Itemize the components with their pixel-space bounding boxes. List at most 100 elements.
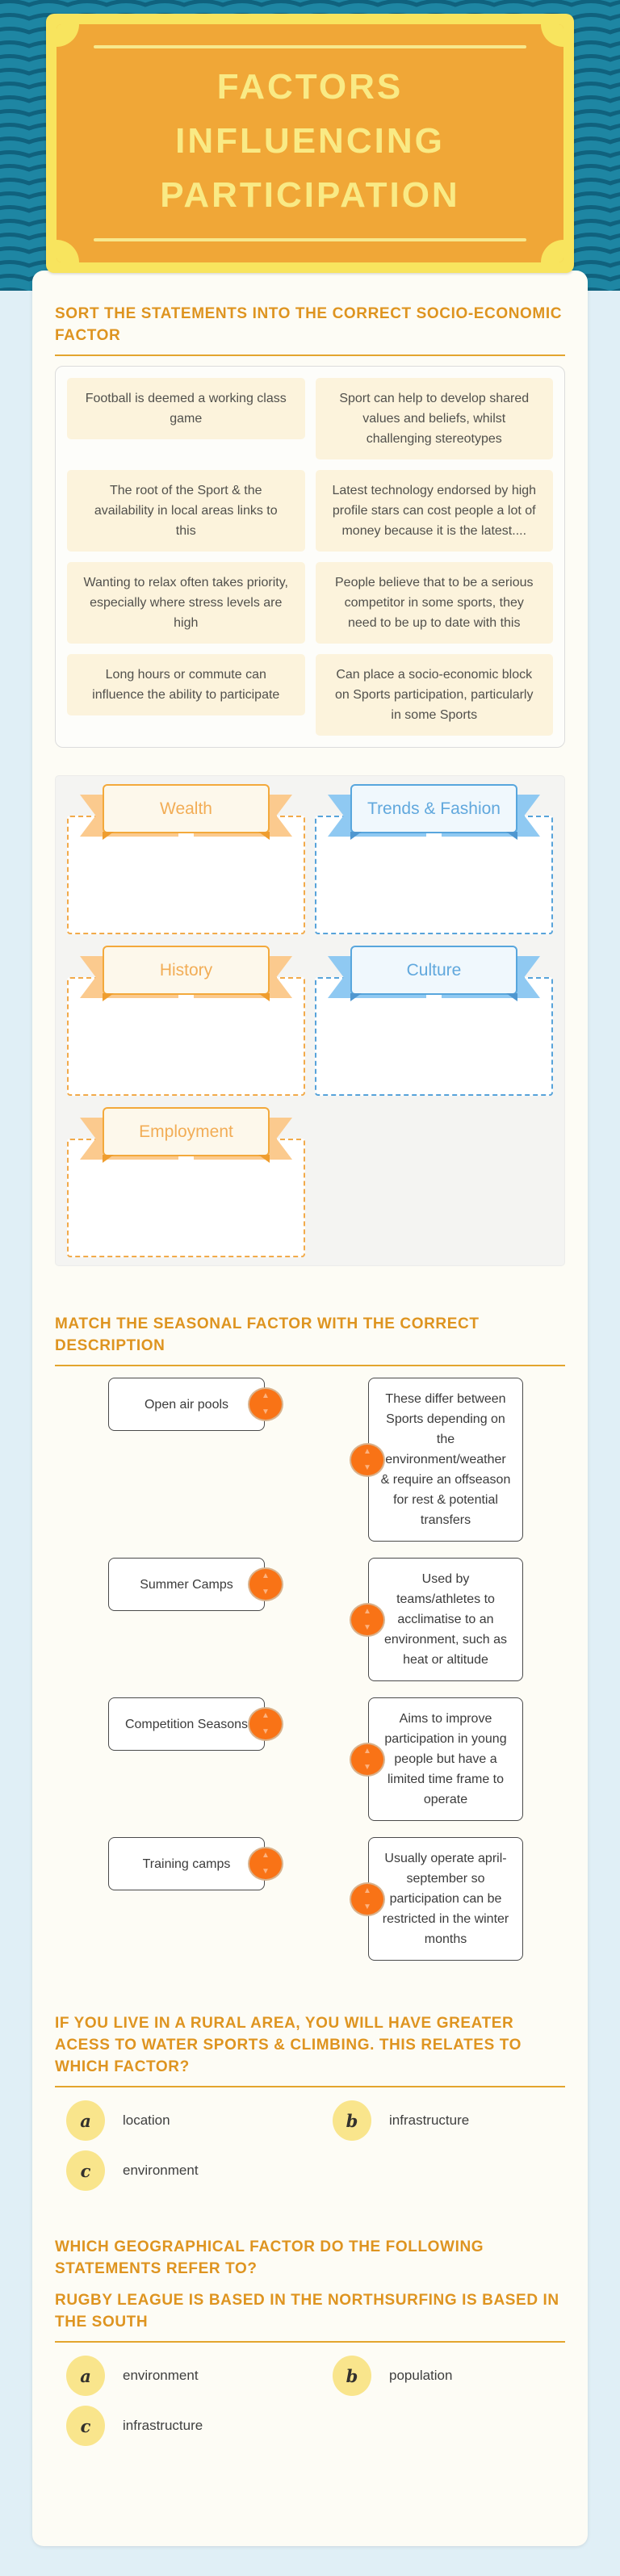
factor-cell: Culture <box>315 946 553 1096</box>
connector-dot-icon[interactable] <box>248 1387 283 1421</box>
option-label[interactable]: population <box>389 2368 453 2383</box>
answer-option[interactable]: b population <box>333 2356 565 2396</box>
plaque-corner-icon <box>57 24 79 47</box>
connector-dot-icon[interactable] <box>350 1602 385 1637</box>
match-description[interactable]: Aims to improve participation in young p… <box>350 1697 523 1821</box>
match-term-label: Training camps <box>142 1856 231 1871</box>
statement-card[interactable]: People believe that to be a serious comp… <box>315 562 553 644</box>
factor-banner: Wealth <box>67 784 305 862</box>
connector-dot-icon[interactable] <box>248 1707 283 1741</box>
option-letter-bubble[interactable]: b <box>333 2100 371 2141</box>
statement-card[interactable]: Football is deemed a working class game <box>67 378 305 439</box>
factor-banner: History <box>67 946 305 1023</box>
factor-label: History <box>103 946 270 1001</box>
plaque-corner-icon <box>57 240 79 262</box>
factor-label: Employment <box>103 1107 270 1163</box>
geo-question-title: WHICH GEOGRAPHICAL FACTOR DO THE FOLLOWI… <box>55 2236 565 2280</box>
statement-card[interactable]: Can place a socio-economic block on Spor… <box>315 654 553 736</box>
match-description-label: Usually operate april-september so parti… <box>382 1852 509 1946</box>
geo-options: a environment b population c infrastruct… <box>66 2356 565 2446</box>
factor-cell: Employment <box>67 1107 305 1257</box>
match-row: Summer Camps Used by teams/athletes to a… <box>55 1558 565 1681</box>
title-line: STATEMENTS REFER TO? <box>55 2260 258 2277</box>
factor-label: Trends & Fashion <box>350 784 517 840</box>
worksheet-title-line: PARTICIPATION <box>160 175 460 215</box>
factor-cell: Wealth <box>67 784 305 934</box>
title-line: WHICH GEOGRAPHICAL FACTOR DO THE FOLLOWI… <box>55 2238 484 2255</box>
option-letter-bubble[interactable]: a <box>66 2100 105 2141</box>
answer-option[interactable]: c environment <box>66 2150 333 2191</box>
divider <box>55 2341 565 2343</box>
option-label[interactable]: infrastructure <box>389 2112 470 2128</box>
option-label[interactable]: environment <box>123 2368 199 2383</box>
answer-option[interactable]: c infrastructure <box>66 2406 333 2446</box>
connector-dot-icon[interactable] <box>248 1567 283 1601</box>
geo-question-subtitle: RUGBY LEAGUE IS BASED IN THE NORTHSURFIN… <box>55 2289 565 2333</box>
factor-cell: History <box>67 946 305 1096</box>
divider <box>55 2086 565 2087</box>
statement-card[interactable]: The root of the Sport & the availability… <box>67 470 305 552</box>
match-term[interactable]: Training camps <box>108 1837 283 1890</box>
statement-card[interactable]: Long hours or commute can influence the … <box>67 654 305 715</box>
match-description[interactable]: These differ between Sports depending on… <box>350 1378 523 1542</box>
factor-banner: Employment <box>67 1107 305 1185</box>
match-term[interactable]: Summer Camps <box>108 1558 283 1611</box>
option-label[interactable]: environment <box>123 2163 199 2178</box>
worksheet-card: SORT THE STATEMENTS INTO THE CORRECT SOC… <box>32 271 588 2546</box>
subtitle-line: THE SOUTH <box>55 2314 149 2331</box>
statement-card[interactable]: Wanting to relax often takes priority, e… <box>67 562 305 644</box>
factor-banner: Trends & Fashion <box>315 784 553 862</box>
connector-dot-icon[interactable] <box>248 1847 283 1881</box>
option-letter-bubble[interactable]: c <box>66 2150 105 2191</box>
option-letter-bubble[interactable]: c <box>66 2406 105 2446</box>
factor-label: Culture <box>350 946 517 1001</box>
match-term[interactable]: Open air pools <box>108 1378 283 1431</box>
answer-option[interactable]: a environment <box>66 2356 333 2396</box>
option-label[interactable]: infrastructure <box>123 2418 203 2433</box>
factor-cell: Trends & Fashion <box>315 784 553 934</box>
plaque-bottom-line <box>94 238 526 241</box>
match-row: Competition Seasons Aims to improve part… <box>55 1697 565 1821</box>
match-description-label: Aims to improve participation in young p… <box>384 1712 507 1806</box>
factor-label: Wealth <box>103 784 270 840</box>
match-description[interactable]: Usually operate april-september so parti… <box>350 1837 523 1961</box>
title-line: SORT THE STATEMENTS INTO THE CORRECT SOC… <box>55 305 563 322</box>
connector-dot-icon[interactable] <box>350 1882 385 1916</box>
option-letter-bubble[interactable]: b <box>333 2356 371 2396</box>
match-description[interactable]: Used by teams/athletes to acclimatise to… <box>350 1558 523 1681</box>
worksheet-title-line: INFLUENCING <box>175 121 445 161</box>
title-line: MATCH THE SEASONAL FACTOR WITH THE CORRE… <box>55 1315 480 1332</box>
title-line: WHICH FACTOR? <box>55 2058 190 2075</box>
match-term-label: Summer Camps <box>140 1577 233 1592</box>
option-letter-bubble[interactable]: a <box>66 2356 105 2396</box>
answer-option[interactable]: a location <box>66 2100 333 2141</box>
rural-options: a location b infrastructure c environmen… <box>66 2100 565 2191</box>
match-term[interactable]: Competition Seasons <box>108 1697 283 1751</box>
divider <box>55 1365 565 1366</box>
plaque-top-line <box>94 45 526 48</box>
match-term-label: Competition Seasons <box>124 1717 249 1731</box>
option-label[interactable]: location <box>123 2112 170 2128</box>
answer-option[interactable]: b infrastructure <box>333 2100 565 2141</box>
subtitle-line: RUGBY LEAGUE IS BASED IN THE NORTHSURFIN… <box>55 2292 559 2309</box>
title-line: DESCRIPTION <box>55 1337 165 1354</box>
match-description-label: These differ between Sports depending on… <box>380 1392 511 1527</box>
factor-zones: Wealth Trends & Fashion History <box>55 775 565 1266</box>
statement-card[interactable]: Latest technology endorsed by high profi… <box>315 470 553 552</box>
match-activity: Open air pools These differ between Spor… <box>55 1378 565 1961</box>
match-row: Open air pools These differ between Spor… <box>55 1378 565 1542</box>
sort-question-title: SORT THE STATEMENTS INTO THE CORRECT SOC… <box>55 303 565 346</box>
connector-dot-icon[interactable] <box>350 1742 385 1777</box>
match-question-title: MATCH THE SEASONAL FACTOR WITH THE CORRE… <box>55 1313 565 1357</box>
connector-dot-icon[interactable] <box>350 1442 385 1477</box>
match-row: Training camps Usually operate april-sep… <box>55 1837 565 1961</box>
statement-card[interactable]: Sport can help to develop shared values … <box>315 378 553 459</box>
rural-question-title: IF YOU LIVE IN A RURAL AREA, YOU WILL HA… <box>55 2012 565 2078</box>
title-line: IF YOU LIVE IN A RURAL AREA, YOU WILL HA… <box>55 2015 514 2032</box>
match-description-label: Used by teams/athletes to acclimatise to… <box>383 1572 508 1667</box>
title-line: ACESS TO WATER SPORTS & CLIMBING. THIS R… <box>55 2037 522 2054</box>
factor-banner: Culture <box>315 946 553 1023</box>
